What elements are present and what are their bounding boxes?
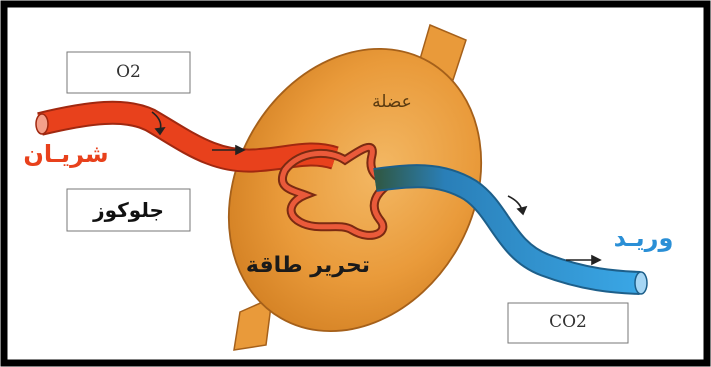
vein-label: وريـد xyxy=(596,224,691,252)
o2-label: O2 xyxy=(67,62,190,82)
co2-label: CO2 xyxy=(508,312,628,332)
glucose-label: جلوكوز xyxy=(67,198,190,222)
energy-release-label: تحرير طاقة xyxy=(238,253,378,278)
artery-opening xyxy=(36,114,48,134)
muscle-label: عضلة xyxy=(360,92,424,112)
vein-opening xyxy=(635,272,647,294)
artery-label: شريـان xyxy=(20,140,112,168)
